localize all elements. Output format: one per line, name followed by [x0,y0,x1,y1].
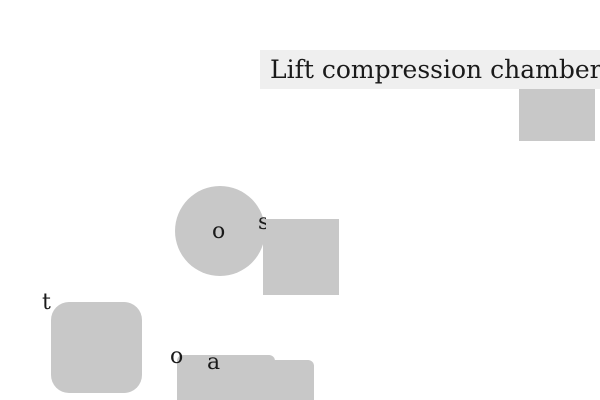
letter-t: t [42,290,51,315]
block-middle[interactable] [263,219,339,295]
letter-a: a [207,350,221,375]
tile-bottom-b[interactable] [225,360,314,400]
token-letter: o [212,219,226,244]
round-token[interactable] [175,186,265,276]
rounded-block-left[interactable] [51,302,142,393]
letter-o: o [170,344,184,369]
location-banner: Lift compression chamber [260,50,600,89]
block-top-right[interactable] [519,89,595,141]
partial-letter: s [258,212,266,234]
